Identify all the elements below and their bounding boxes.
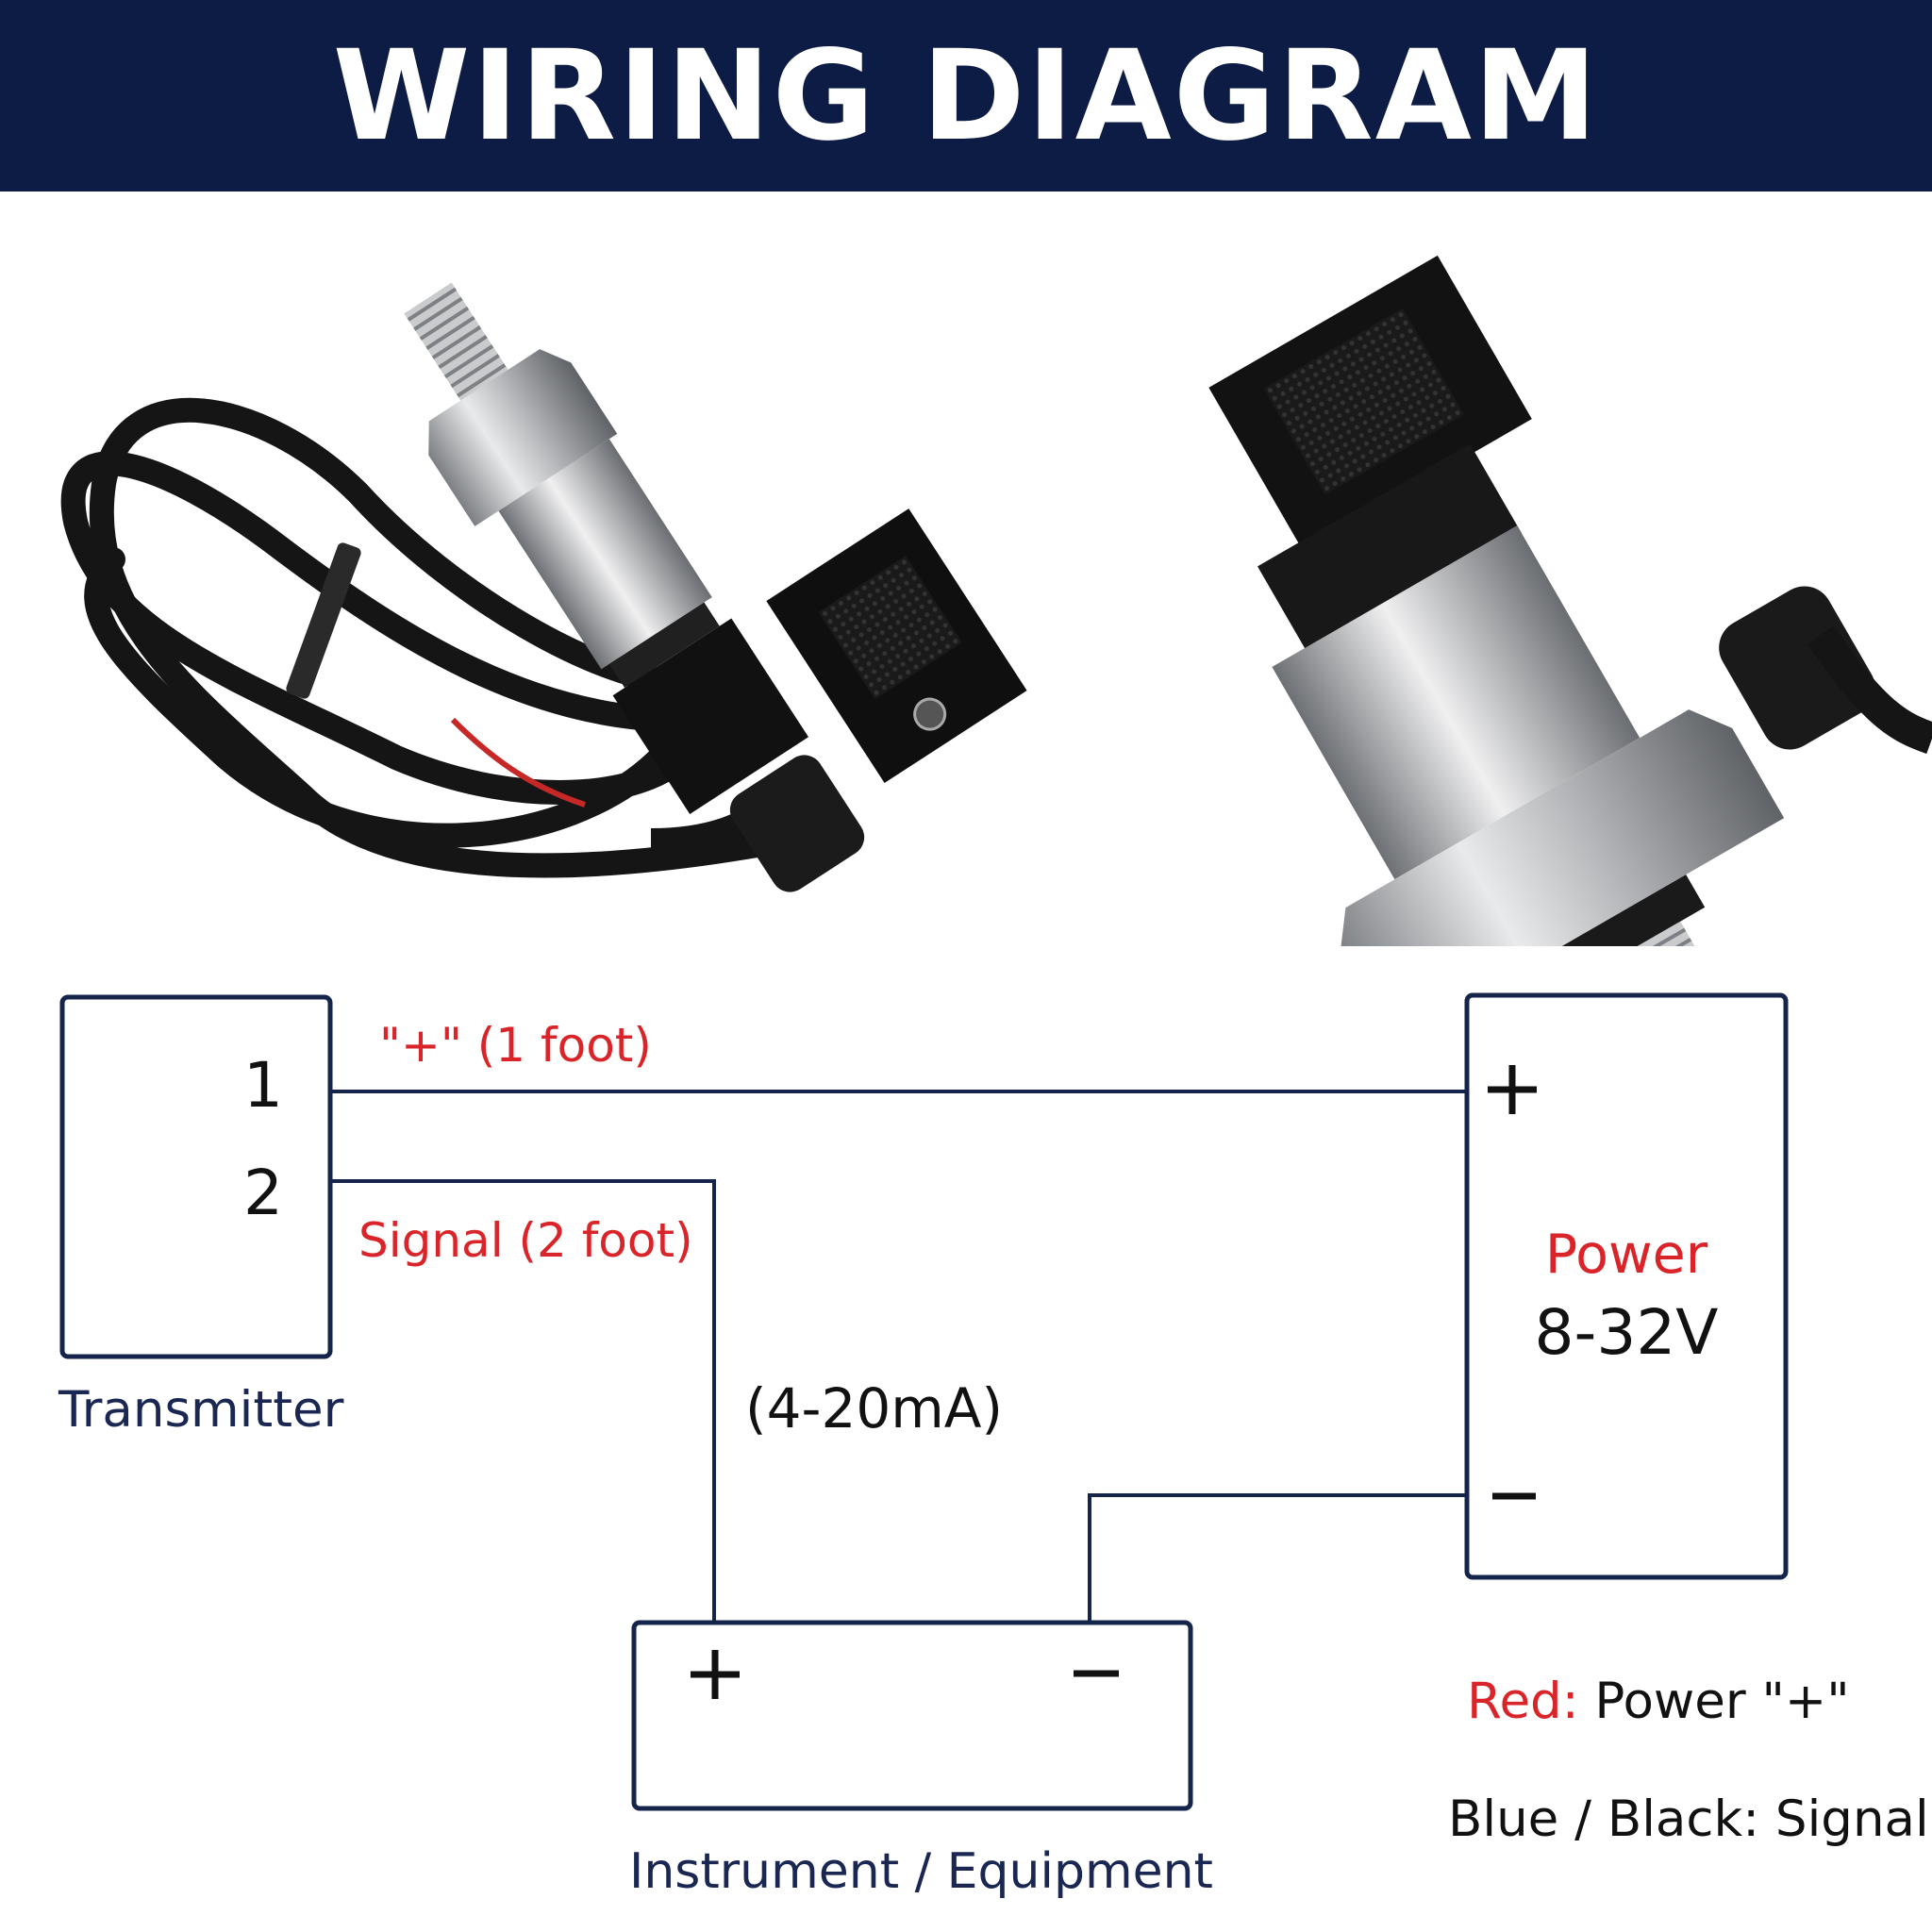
transmitter-pin-2: 2: [243, 1157, 283, 1229]
wire-minus: [1088, 1493, 1467, 1623]
title-banner: [0, 0, 1932, 192]
instrument-label: Instrument / Equipment: [629, 1843, 1213, 1900]
instrument-box: [631, 1620, 1193, 1811]
current-label: (4-20mA): [745, 1376, 1004, 1441]
product-photo: [60, 255, 1932, 946]
wire-signal: [332, 1179, 716, 1623]
transmitter-label: Transmitter: [58, 1381, 344, 1439]
wire-plus-label: "+" (1 foot): [379, 1018, 652, 1073]
power-voltage: 8-32V: [1534, 1296, 1719, 1369]
power-box: [1464, 992, 1789, 1580]
power-title: Power: [1544, 1224, 1708, 1286]
instrument-plus-symbol: [691, 1650, 740, 1699]
page-title: WIRING DIAGRAM: [332, 23, 1600, 169]
cable-coil: [60, 397, 786, 878]
wire-signal-label: Signal (2 foot): [358, 1213, 693, 1268]
power-plus-symbol: [1488, 1065, 1537, 1114]
transmitter-pin-1: 1: [243, 1049, 283, 1122]
legend-red: Red: Power "+": [1467, 1676, 1850, 1726]
legend-red-value: Power "+": [1594, 1673, 1850, 1730]
legend-blue-black: Blue / Black: Signal: [1448, 1790, 1929, 1848]
legend-red-key: Red:: [1467, 1673, 1579, 1730]
transmitter-box: [59, 994, 333, 1359]
